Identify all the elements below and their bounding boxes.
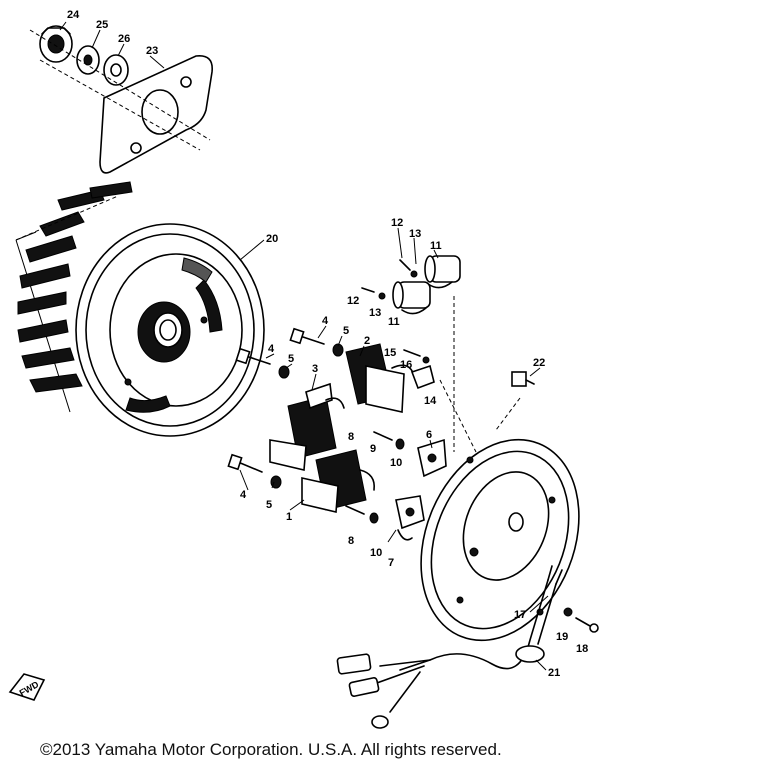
callout-11-upper: 11	[430, 240, 442, 252]
callout-4-lower: 4	[240, 489, 247, 501]
grommet-21	[515, 645, 545, 663]
screw-8-upper	[373, 431, 405, 450]
washer-26	[103, 54, 129, 86]
callout-18: 18	[576, 643, 588, 655]
leader-lines	[59, 21, 549, 671]
screw-18	[575, 617, 599, 633]
callout-23: 23	[146, 45, 158, 57]
screw-4-middle	[235, 347, 290, 379]
callout-16: 16	[400, 359, 412, 371]
callout-6: 6	[426, 429, 432, 441]
callout-20: 20	[266, 233, 278, 245]
screw-12-lower	[361, 287, 386, 300]
nut-24	[39, 25, 73, 63]
callout-3: 3	[312, 363, 318, 375]
condenser-11-lower	[392, 281, 431, 315]
callout-8-lower: 8	[348, 535, 354, 547]
callout-12-upper: 12	[391, 217, 403, 229]
screw-8-lower	[345, 505, 379, 524]
callout-5-upper: 5	[343, 325, 349, 337]
condenser-11-upper	[424, 255, 461, 289]
callout-8-upper: 8	[348, 431, 354, 443]
breaker-7	[395, 495, 425, 541]
callout-14: 14	[424, 395, 437, 407]
plate-23	[99, 55, 213, 174]
callout-12-lower: 12	[347, 295, 359, 307]
stator-plate	[420, 438, 580, 642]
callout-11-lower: 11	[388, 316, 400, 328]
callout-4-upper: 4	[322, 315, 329, 327]
wire-harness-17	[336, 565, 563, 729]
callout-4-middle: 4	[268, 343, 275, 355]
breaker-6	[417, 438, 447, 478]
callout-10-upper: 10	[390, 457, 402, 469]
screw-15	[403, 349, 430, 364]
coil-1	[301, 449, 376, 513]
coil-2	[345, 343, 415, 413]
callout-5-middle: 5	[288, 353, 294, 365]
callout-5-lower: 5	[266, 499, 272, 511]
callout-10-lower: 10	[370, 547, 382, 559]
callout-24: 24	[67, 9, 80, 21]
callout-22: 22	[533, 357, 545, 369]
callout-15: 15	[384, 347, 396, 359]
callout-13-upper: 13	[409, 228, 421, 240]
screw-12-upper	[399, 259, 418, 278]
callout-21: 21	[548, 667, 560, 679]
fwd-arrow-icon: FWD	[8, 673, 46, 701]
screw-4-upper	[289, 327, 344, 357]
callout-9: 9	[370, 443, 376, 455]
callout-7: 7	[388, 557, 394, 569]
callout-1: 1	[286, 511, 292, 523]
washer-25	[76, 45, 100, 75]
callout-26: 26	[118, 33, 130, 45]
screw-19	[563, 607, 573, 617]
callout-2: 2	[364, 335, 370, 347]
bolt-22	[495, 371, 535, 431]
clip-14	[410, 364, 435, 390]
flywheel-20	[15, 181, 265, 437]
callout-13-lower: 13	[369, 307, 381, 319]
callout-19: 19	[556, 631, 568, 643]
callout-labels: 24 25 26 23 20 12 13 11 12 13 11 4 5 2 4…	[67, 9, 588, 679]
callout-17: 17	[514, 609, 526, 621]
callout-25: 25	[96, 19, 108, 31]
copyright-notice: ©2013 Yamaha Motor Corporation. U.S.A. A…	[40, 740, 502, 759]
flywheel-fins	[17, 181, 133, 393]
